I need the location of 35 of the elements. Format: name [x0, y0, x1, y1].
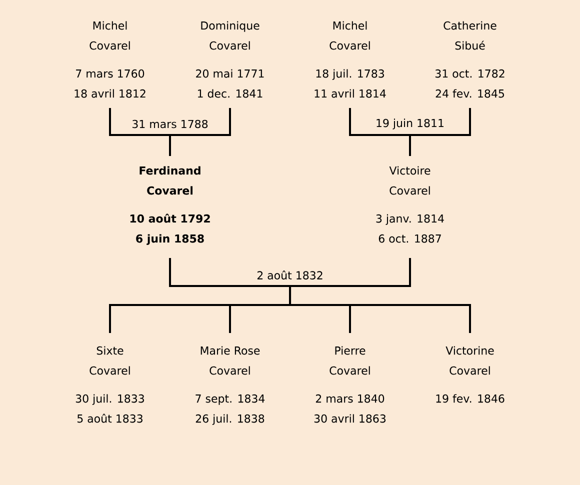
- person-name: Victoire Covarel: [389, 166, 430, 195]
- date-text: 30 juil. 1833: [76, 394, 144, 405]
- date-text: 30 avril 1863: [314, 414, 386, 423]
- date-label: 31 mars 1788: [130, 118, 210, 130]
- date-text: 7 mars 1760: [76, 69, 144, 78]
- date-text: 26 juil. 1838: [196, 414, 264, 425]
- connector-line: [289, 258, 471, 333]
- date-text: 11 avril 1814: [314, 89, 386, 98]
- date-text: 20 mai 1771: [196, 69, 264, 78]
- date-text: 18 juil. 1783: [316, 69, 384, 80]
- connector-line: [409, 108, 471, 156]
- date-text: 18 avril 1812: [74, 89, 146, 98]
- person-name: Ferdinand Covarel: [140, 166, 200, 195]
- person-name: Pierre Covarel: [330, 346, 370, 375]
- date-text: 3 janv. 1814: [376, 214, 444, 225]
- date-text: 5 août 1833: [77, 414, 142, 423]
- date-text: 7 sept. 1834: [196, 394, 265, 405]
- person-name: Victorine Covarel: [446, 346, 494, 375]
- date-text: 1 dec. 1841: [198, 89, 262, 98]
- person-name: Michel Covarel: [330, 21, 370, 50]
- date-label: 2 août 1832: [256, 270, 324, 280]
- person-name: Michel Covarel: [90, 21, 130, 50]
- date-text: 2 mars 1840: [316, 394, 384, 403]
- person-name: Sixte Covarel: [90, 346, 130, 375]
- person-name: Dominique Covarel: [201, 21, 260, 50]
- connector-line: [169, 108, 231, 156]
- date-label: 19 juin 1811: [374, 118, 446, 130]
- date-text: 6 oct. 1887: [378, 234, 441, 243]
- person-name: Catherine Sibué: [444, 21, 496, 50]
- date-text: 10 août 1792: [130, 214, 210, 223]
- date-text: 31 oct. 1782: [435, 69, 504, 78]
- person-name: Marie Rose Covarel: [200, 346, 260, 375]
- date-text: 6 juin 1858: [136, 234, 204, 245]
- date-text: 19 fev. 1846: [436, 394, 504, 403]
- date-text: 24 fev. 1845: [436, 89, 504, 98]
